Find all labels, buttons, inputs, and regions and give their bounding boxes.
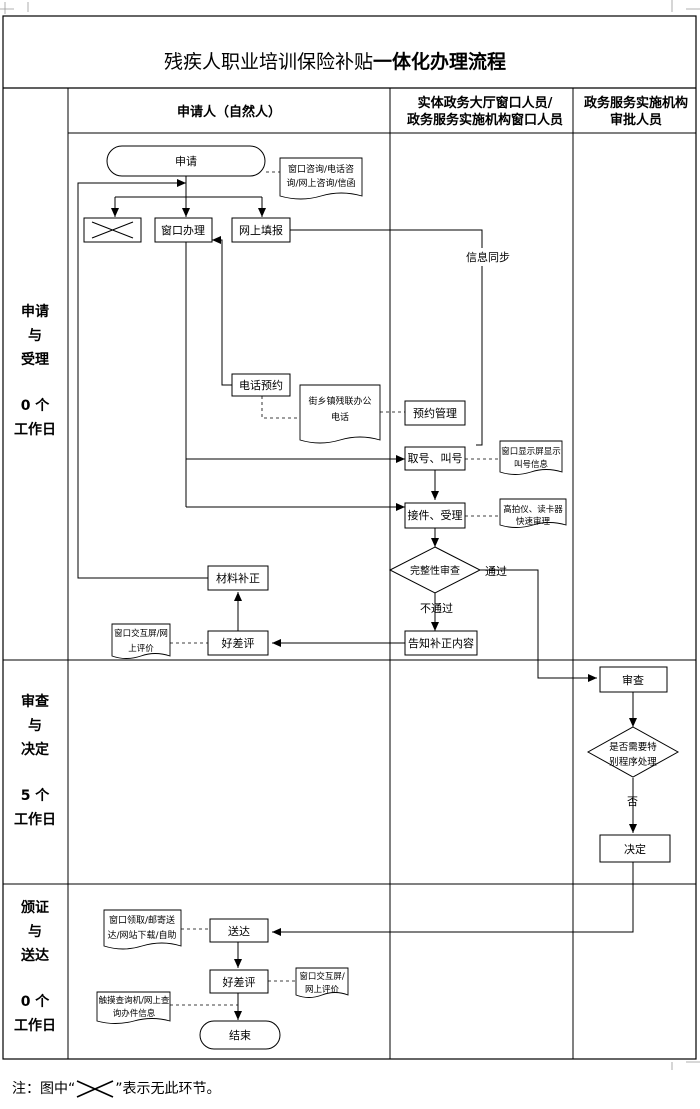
node-material-fix-label: 材料补正 bbox=[216, 571, 260, 585]
footnote: 注：图中“ ”表示无此环节。 bbox=[12, 1078, 221, 1099]
node-window-handle bbox=[154, 217, 213, 243]
doc-window-eval-2-line1: 窗口交互屏/ bbox=[299, 971, 345, 982]
doc-inquiry-line1: 触摸查询机/网上查 bbox=[99, 995, 170, 1006]
doc-window-eval-2-line2: 网上评价 bbox=[305, 985, 340, 995]
column-header-window-line2: 政务服务实施机构窗口人员 bbox=[407, 112, 563, 128]
node-deliver-label: 送达 bbox=[228, 924, 250, 938]
node-good-bad-review-2 bbox=[209, 969, 269, 994]
doc-inquiry-line2: 询办件信息 bbox=[113, 1008, 156, 1019]
node-material-fix bbox=[207, 565, 269, 591]
node-window-handle-label: 窗口办理 bbox=[161, 223, 205, 237]
doc-scanner-line1: 高拍仪、读卡器 bbox=[503, 504, 563, 515]
node-review-label: 审查 bbox=[622, 673, 644, 687]
node-good-bad-review-1 bbox=[207, 630, 269, 656]
node-review bbox=[599, 666, 668, 693]
node-online-apply-label: 网上填报 bbox=[239, 223, 283, 237]
column-header-approver-line1: 政务服务实施机构 bbox=[584, 95, 688, 111]
stage-1-line-1: 申请 bbox=[21, 303, 49, 320]
node-apply bbox=[106, 145, 266, 177]
node-receive-label: 接件、受理 bbox=[408, 509, 463, 522]
doc-delivery-method bbox=[103, 909, 182, 950]
doc-consult bbox=[279, 157, 363, 200]
doc-inquiry bbox=[96, 991, 171, 1024]
stage-3-line-3: 送达 bbox=[20, 947, 49, 964]
stage-2-line-6: 工作日 bbox=[14, 811, 56, 828]
stage-3-line-6: 工作日 bbox=[14, 1017, 56, 1034]
doc-window-eval-1-line2: 上评价 bbox=[128, 644, 154, 654]
crop-marks bbox=[0, 0, 700, 1070]
stage-1-line-5: 0 个 bbox=[21, 397, 51, 414]
node-take-number-label: 取号、叫号 bbox=[408, 452, 463, 465]
node-receive bbox=[404, 502, 466, 529]
doc-delivery-method-line2: 达/网站下载/自助 bbox=[107, 929, 176, 941]
stage-2-line-2: 与 bbox=[28, 718, 42, 734]
node-decision-label: 决定 bbox=[624, 842, 646, 856]
doc-scanner-line2: 快速审理 bbox=[516, 516, 551, 527]
column-header-approver-line2: 审批人员 bbox=[610, 112, 662, 128]
edge-label-fail: 不通过 bbox=[420, 602, 453, 615]
cross-symbol-icon bbox=[76, 1080, 114, 1098]
stage-1-line-3: 受理 bbox=[21, 351, 49, 368]
doc-window-eval-1 bbox=[111, 623, 171, 659]
stage-3-line-1: 颁证 bbox=[21, 900, 49, 916]
page-title: 残疾人职业培训保险补贴一体化办理流程 bbox=[164, 50, 506, 73]
node-phone-booking bbox=[231, 373, 291, 397]
node-apply-label: 申请 bbox=[175, 155, 197, 168]
column-header-window-line1: 实体政务大厅窗口人员/ bbox=[418, 95, 553, 111]
stage-1-line-6: 工作日 bbox=[14, 421, 56, 438]
doc-window-eval-2 bbox=[295, 967, 349, 998]
node-deliver bbox=[209, 918, 269, 943]
doc-window-eval-1-line1: 窗口交互屏/网 bbox=[114, 628, 168, 639]
doc-street-office bbox=[299, 384, 381, 444]
node-integrity-check-label: 完整性审查 bbox=[410, 564, 460, 577]
node-booking-manage bbox=[404, 400, 466, 426]
stage-2-line-3: 决定 bbox=[21, 741, 49, 758]
doc-street-office-line2: 电话 bbox=[331, 411, 349, 423]
stage-2-line-1: 审查 bbox=[21, 693, 50, 710]
doc-consult-line1: 窗口咨询/电话咨 bbox=[288, 163, 354, 175]
node-integrity-check bbox=[388, 546, 482, 594]
column-header-applicant: 申请人（自然人） bbox=[177, 104, 281, 120]
footnote-suffix: ”表示无此环节。 bbox=[115, 1081, 221, 1097]
doc-window-screen-line2: 叫号信息 bbox=[514, 459, 549, 470]
edge-label-pass: 通过 bbox=[485, 565, 507, 578]
node-good-bad-review-2-label: 好差评 bbox=[223, 975, 256, 989]
doc-window-screen bbox=[499, 440, 563, 475]
node-special-procedure-label-2: 别程序处理 bbox=[609, 756, 657, 768]
node-booking-manage-label: 预约管理 bbox=[413, 406, 457, 420]
doc-consult-line2: 询/网上咨询/信函 bbox=[286, 177, 355, 189]
node-online-apply bbox=[231, 217, 291, 243]
doc-street-office-line1: 街乡镇残联办公 bbox=[308, 395, 371, 407]
node-special-procedure bbox=[586, 726, 680, 778]
stage-2-line-5: 5 个 bbox=[21, 787, 51, 804]
node-decision bbox=[599, 834, 671, 863]
node-take-number bbox=[404, 446, 466, 471]
table-grid bbox=[2, 15, 697, 1060]
edge-label-info-sync: 信息同步 bbox=[466, 250, 510, 264]
node-notify-fix-label: 告知补正内容 bbox=[408, 636, 474, 650]
node-end bbox=[199, 1020, 281, 1050]
node-special-procedure-label-1: 是否需要特 bbox=[609, 741, 657, 753]
edge-label-no: 否 bbox=[627, 795, 638, 808]
node-phone-booking-label: 电话预约 bbox=[239, 379, 283, 392]
doc-delivery-method-line1: 窗口领取/邮寄送 bbox=[109, 914, 175, 926]
flowchart: 残疾人职业培训保险补贴一体化办理流程 申请人（自然人） 实体政务大厅窗口人员/ … bbox=[0, 0, 700, 1070]
node-good-bad-review-1-label: 好差评 bbox=[222, 636, 255, 650]
stage-1-line-2: 与 bbox=[28, 328, 42, 344]
node-notify-fix bbox=[404, 630, 478, 656]
doc-scanner bbox=[499, 498, 567, 528]
stage-3-line-5: 0 个 bbox=[21, 993, 51, 1010]
doc-window-screen-line1: 窗口显示屏显示 bbox=[501, 446, 561, 457]
footnote-prefix: 注：图中“ bbox=[12, 1081, 76, 1097]
stage-3-line-2: 与 bbox=[28, 924, 42, 940]
node-end-label: 结束 bbox=[229, 1029, 251, 1042]
